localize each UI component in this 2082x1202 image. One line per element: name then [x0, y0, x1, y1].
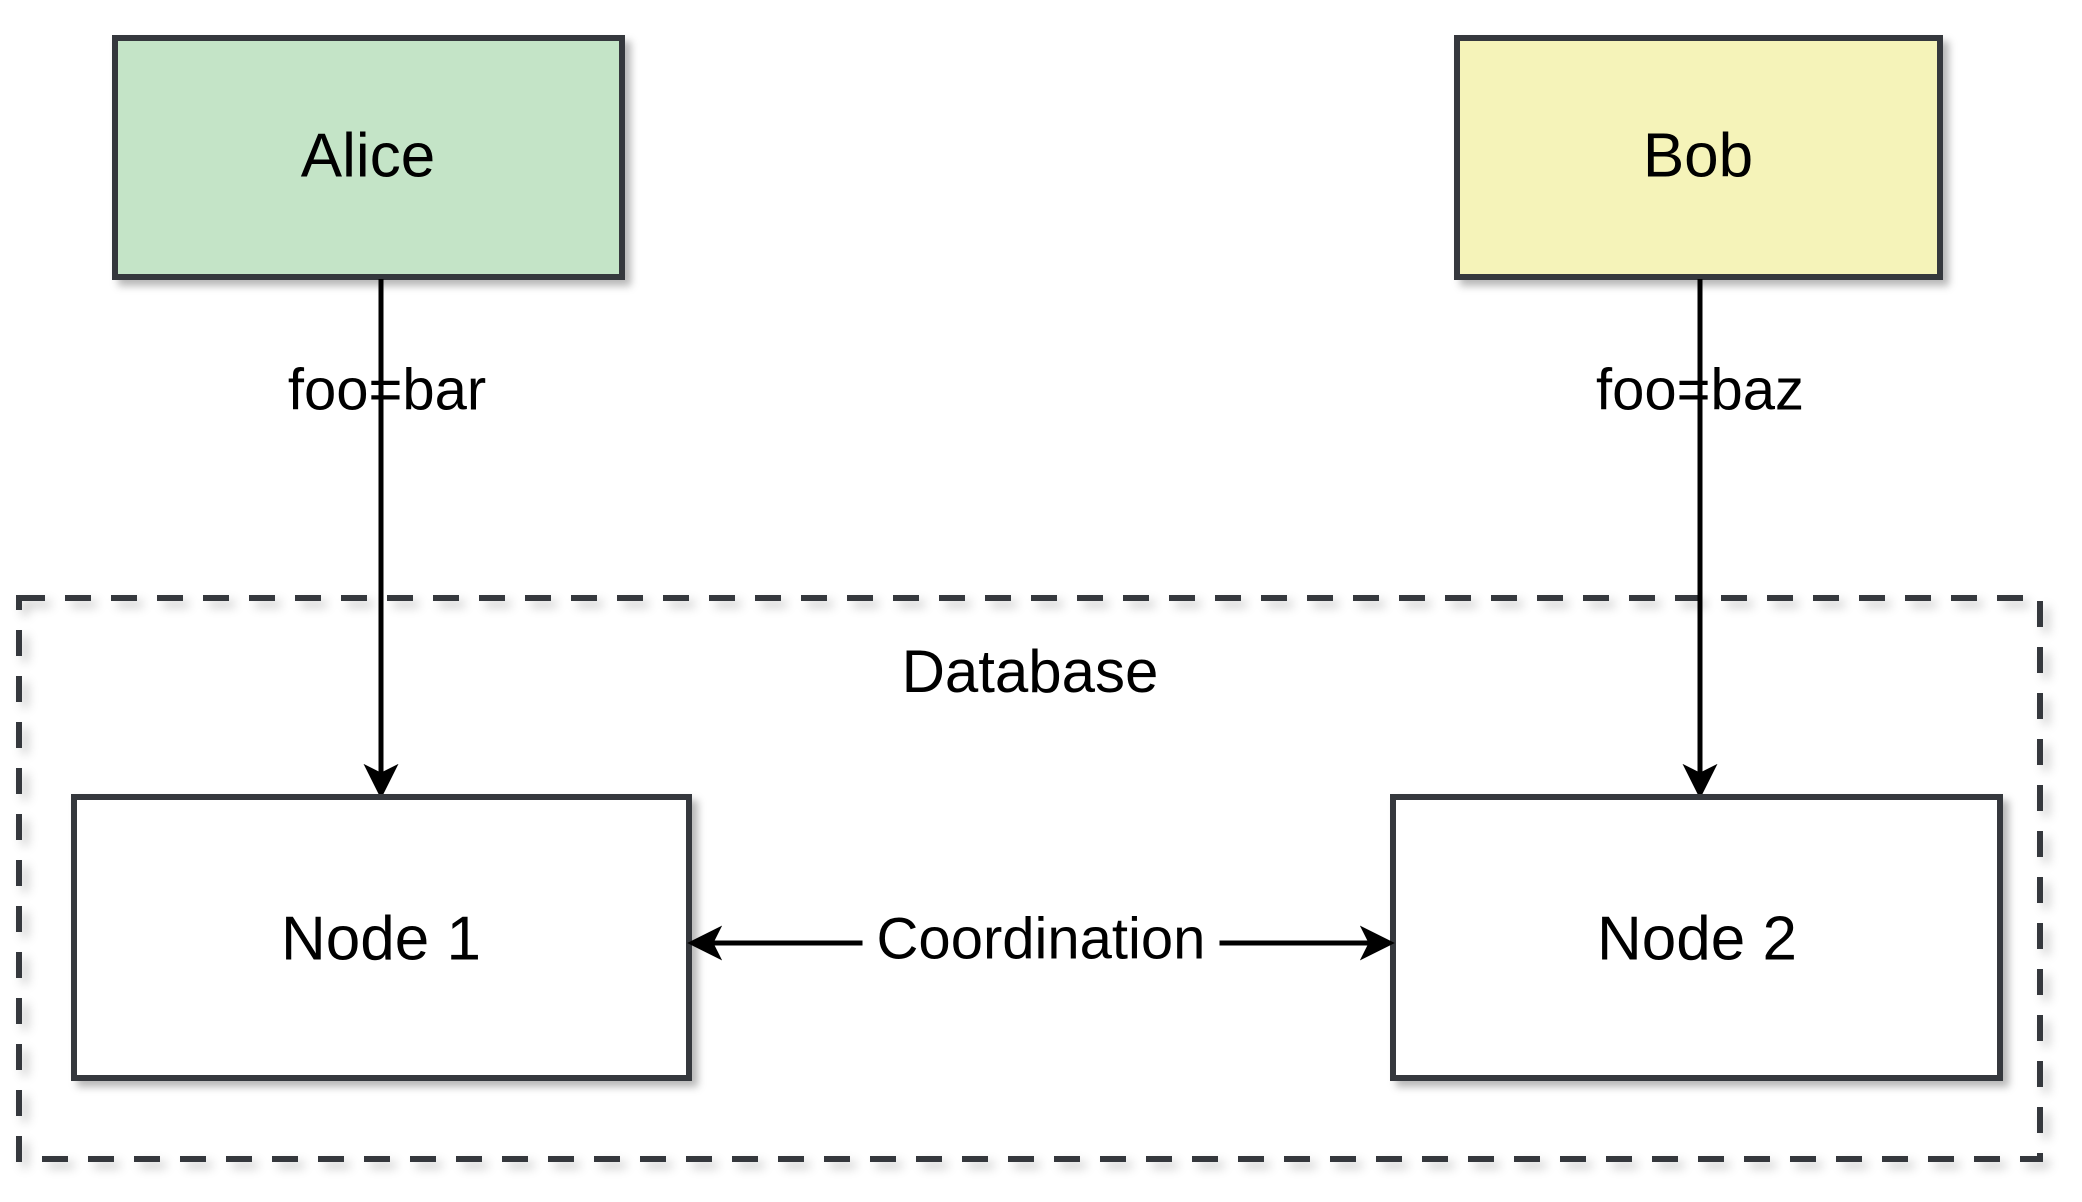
edge-coordination[interactable]: Coordination [687, 900, 1395, 978]
database-group-border [16, 595, 2043, 1162]
node-node2[interactable]: Node 2 [1390, 794, 2003, 1081]
edge-bob-to-node2[interactable]: foo=baz [1596, 279, 1804, 799]
actor-bob[interactable]: Bob [1454, 35, 1943, 280]
node-node2-rect [1390, 794, 2003, 1081]
node-node1[interactable]: Node 1 [71, 794, 692, 1081]
edge-alice-to-node1-label: foo=bar [288, 357, 486, 422]
actor-alice[interactable]: Alice [112, 35, 625, 280]
actor-bob-label: Bob [1643, 121, 1753, 190]
edge-bob-to-node2-label: foo=baz [1596, 357, 1804, 422]
database-group-label: Database [902, 638, 1159, 705]
node-node2-label: Node 2 [1597, 904, 1797, 973]
actor-bob-rect [1454, 35, 1943, 280]
actor-alice-rect [112, 35, 625, 280]
edge-coordination-label-backing [862, 900, 1220, 978]
edge-alice-to-node1[interactable]: foo=bar [288, 279, 486, 799]
edge-coordination-label: Coordination [877, 906, 1206, 971]
node-node1-label: Node 1 [281, 904, 481, 973]
actor-alice-label: Alice [301, 121, 435, 190]
database-group[interactable]: Database [16, 595, 2043, 1162]
